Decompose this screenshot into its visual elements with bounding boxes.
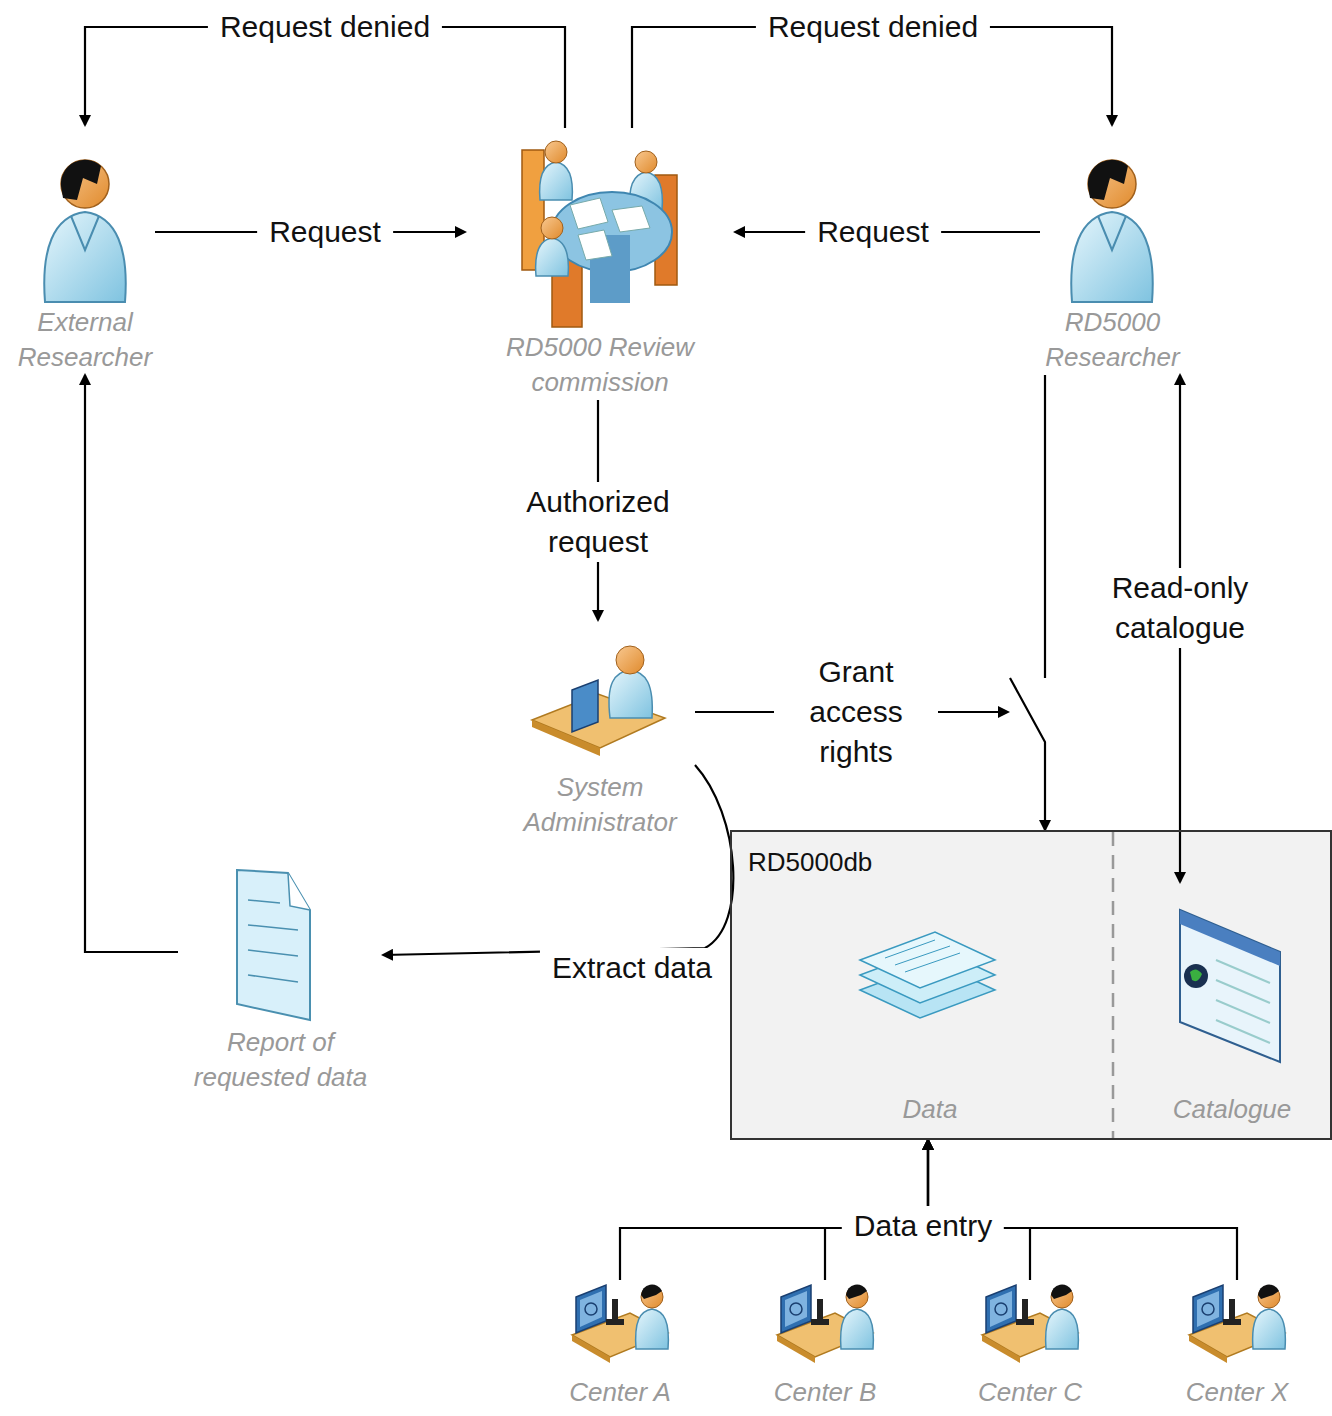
node-caption: System Administrator xyxy=(505,770,695,840)
icon-node: Data xyxy=(822,922,1038,1127)
icon-node: External Researcher xyxy=(15,125,155,375)
node-caption: External Researcher xyxy=(15,305,155,375)
node-caption: Center X xyxy=(1186,1375,1289,1410)
data-illustration xyxy=(860,932,995,1018)
node-caption: Catalogue xyxy=(1173,1092,1292,1127)
edge-label: Grant access rights xyxy=(774,652,938,772)
icon-node: RD5000 Researcher xyxy=(1040,125,1185,375)
commission-illustration xyxy=(522,141,677,327)
node-caption: RD5000 Review commission xyxy=(465,330,735,400)
admin-illustration xyxy=(532,646,665,756)
icon-node: Report of requested data xyxy=(178,865,383,1095)
node-caption: Report of requested data xyxy=(178,1025,383,1095)
edge-label: Authorized request xyxy=(491,482,705,562)
catalogue-illustration xyxy=(1180,910,1280,1062)
db-ground xyxy=(731,831,1331,1139)
node-caption: Center C xyxy=(978,1375,1082,1410)
db-divider xyxy=(1112,832,1115,1138)
connector xyxy=(1010,375,1045,830)
connector xyxy=(85,375,178,952)
edge-label: Request denied xyxy=(756,7,990,47)
node-caption: RD5000 Researcher xyxy=(1040,305,1185,375)
connector xyxy=(383,765,733,955)
db-title: RD5000db xyxy=(748,846,872,878)
icon-node: Center C xyxy=(955,1280,1105,1410)
edge-label: Request xyxy=(257,212,393,252)
edge-label: Extract data xyxy=(540,948,724,988)
report-illustration xyxy=(237,870,310,1020)
node-caption: Data xyxy=(903,1092,958,1127)
database-box: RD5000dbData Catalogue xyxy=(730,830,1332,1140)
icon-node: RD5000 Review commission xyxy=(465,128,735,400)
edge-label: Request denied xyxy=(208,7,442,47)
icon-node: Center B xyxy=(750,1280,900,1410)
icon-node: System Administrator xyxy=(505,620,695,840)
node-caption: Center A xyxy=(569,1375,671,1410)
icon-node: Center A xyxy=(545,1280,695,1410)
icon-node: Catalogue xyxy=(1152,882,1312,1127)
edge-label: Read-only catalogue xyxy=(1073,568,1287,648)
node-caption: Center B xyxy=(774,1375,877,1410)
edge-label: Request xyxy=(805,212,941,252)
edge-label: Data entry xyxy=(842,1206,1004,1246)
icon-node: Center X xyxy=(1162,1280,1312,1410)
